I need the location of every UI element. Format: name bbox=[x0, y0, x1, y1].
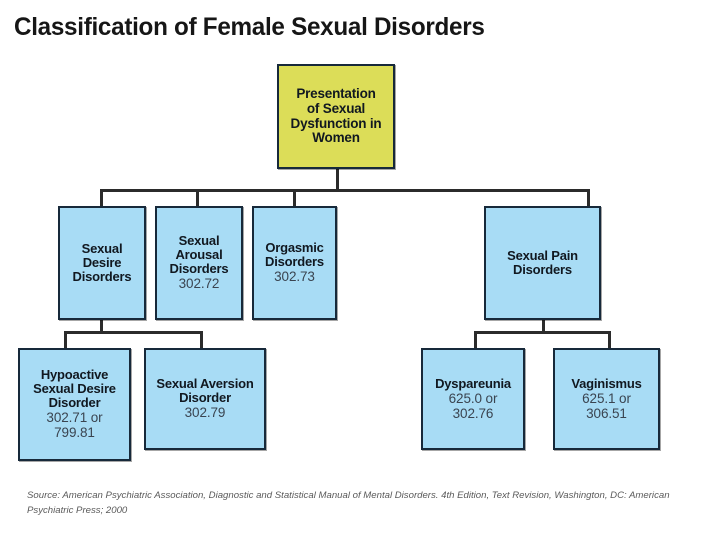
connector-drop-sexual-desire bbox=[100, 189, 103, 206]
node-dyspareunia[interactable]: Dyspareunia 625.0 or 302.76 bbox=[421, 348, 525, 450]
node-sexual-arousal-disorders[interactable]: Sexual Arousal Disorders 302.72 bbox=[155, 206, 243, 320]
connector-drop-sexual-arousal bbox=[196, 189, 199, 206]
node-label-line: Sexual Desire bbox=[81, 240, 123, 270]
node-code: 302.73 bbox=[274, 269, 315, 285]
connector-drop-hypoactive bbox=[64, 331, 67, 348]
node-code-line: 625.1 or bbox=[582, 390, 631, 406]
connector-drop-orgasmic bbox=[293, 189, 296, 206]
node-label-line: Sexual Aversion bbox=[156, 376, 254, 392]
connector-drop-dyspareunia bbox=[474, 331, 477, 348]
node-label-line: Sexual Pain bbox=[507, 247, 578, 263]
node-code-line: 625.0 or bbox=[448, 390, 498, 406]
node-code-line: 799.81 bbox=[54, 425, 95, 441]
node-hypoactive-sexual-desire-disorder[interactable]: Hypoactive Sexual Desire Disorder 302.71… bbox=[18, 348, 131, 461]
node-orgasmic-disorders[interactable]: Orgasmic Disorders 302.73 bbox=[252, 206, 337, 320]
page-title: Classification of Female Sexual Disorder… bbox=[14, 13, 485, 41]
source-citation: Source: American Psychiatric Association… bbox=[27, 490, 670, 516]
node-label-line: Sexual Arousal bbox=[175, 233, 223, 263]
connector-level2-bus bbox=[100, 189, 590, 192]
node-label-line: Hypoactive bbox=[40, 367, 109, 383]
node-code-line: 302.79 bbox=[184, 405, 226, 421]
node-label-line: Disorder bbox=[179, 390, 231, 406]
node-label-line: Vaginismus bbox=[571, 375, 642, 391]
node-code-line: 302.71 or bbox=[46, 410, 103, 426]
node-sexual-aversion-disorder[interactable]: Sexual Aversion Disorder 302.79 bbox=[144, 348, 266, 450]
node-label-line: Disorders bbox=[513, 262, 572, 277]
node-label-line: Disorders bbox=[72, 269, 132, 285]
node-label-line: Presentation bbox=[296, 86, 376, 102]
node-code: 302.71 or 799.81 bbox=[46, 411, 102, 440]
node-code: 302.79 bbox=[185, 406, 226, 421]
node-code-line: 302.76 bbox=[452, 405, 494, 421]
node-sexual-desire-disorders[interactable]: Sexual Desire Disorders bbox=[58, 206, 146, 320]
node-label-line: Orgasmic bbox=[265, 240, 324, 256]
connector-stem-sexual-desire bbox=[100, 320, 103, 333]
connector-level3-bus-left bbox=[64, 331, 203, 334]
connector-drop-vaginismus bbox=[608, 331, 611, 348]
node-vaginismus[interactable]: Vaginismus 625.1 or 306.51 bbox=[553, 348, 660, 450]
node-label-line: Dyspareunia bbox=[435, 375, 511, 391]
connector-drop-sexual-pain bbox=[587, 189, 590, 206]
node-code-line: 306.51 bbox=[586, 405, 627, 421]
connector-root-stem bbox=[336, 168, 339, 189]
node-code: 302.72 bbox=[178, 276, 220, 292]
node-code: 625.1 or 306.51 bbox=[582, 390, 631, 421]
node-sexual-pain-disorders[interactable]: Sexual Pain Disorders bbox=[484, 206, 601, 320]
node-label-line: Women bbox=[312, 130, 360, 146]
node-label-line: Disorders bbox=[169, 261, 229, 277]
node-label-line: Dysfunction in bbox=[290, 115, 382, 131]
node-presentation-of-sexual-dysfunction[interactable]: Presentation of Sexual Dysfunction in Wo… bbox=[277, 64, 395, 169]
node-label-line: Sexual Desire bbox=[33, 381, 116, 397]
connector-stem-sexual-pain bbox=[542, 320, 545, 333]
node-code: 625.0 or 302.76 bbox=[448, 390, 498, 421]
connector-level3-bus-right bbox=[474, 331, 611, 334]
node-label-line: Disorder bbox=[48, 395, 101, 411]
node-label-line: of Sexual bbox=[306, 100, 366, 116]
connector-drop-aversion bbox=[200, 331, 203, 348]
node-label-line: Disorders bbox=[265, 254, 324, 270]
